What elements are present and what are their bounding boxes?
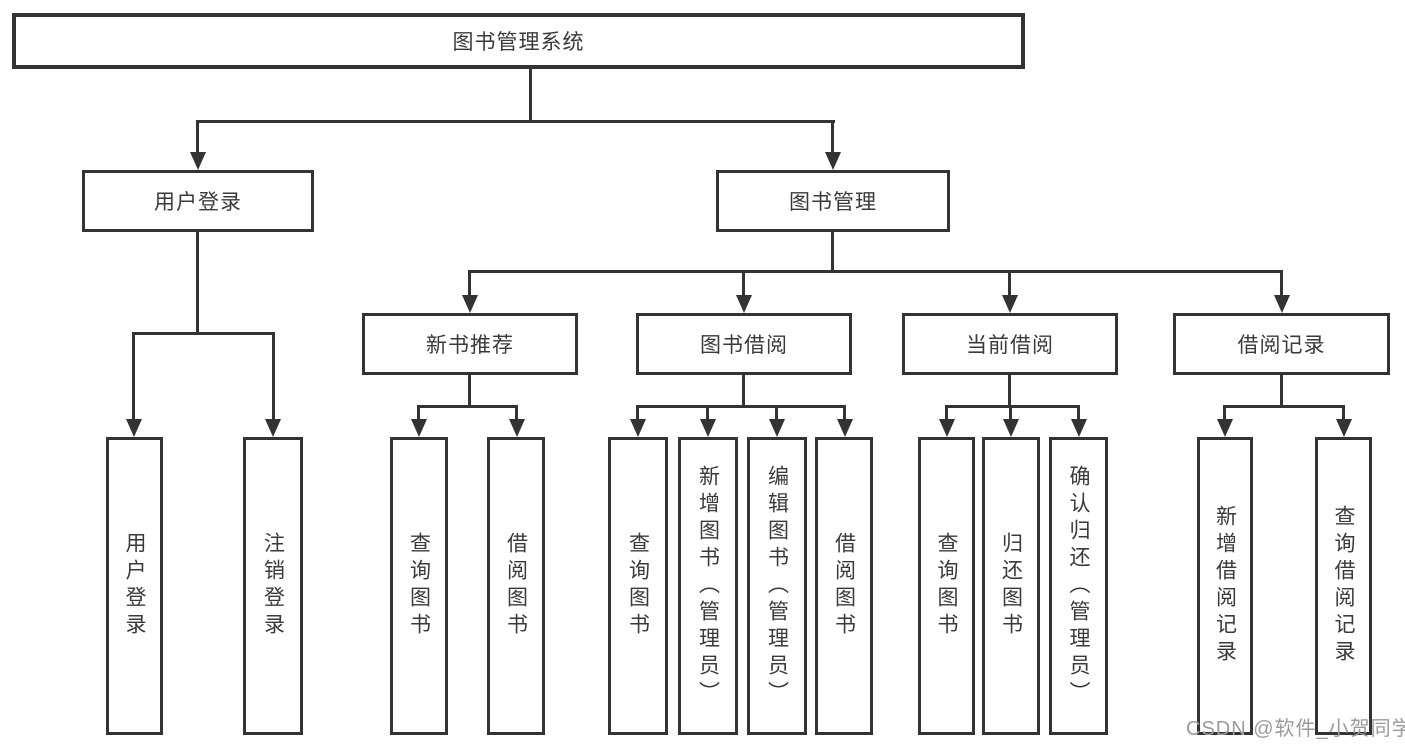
- node-label: 图书借阅: [700, 334, 788, 357]
- arrow-down-icon: [126, 419, 142, 437]
- arrow-down-icon: [462, 295, 478, 313]
- connector-vline: [742, 270, 745, 297]
- arrow-down-icon: [630, 419, 646, 437]
- connector-hline: [417, 405, 518, 408]
- connector-vline: [196, 120, 199, 154]
- leaf-label: 查询图书: [407, 532, 431, 640]
- node-book-borrowing: 图书借阅: [636, 313, 852, 375]
- connector-hline: [132, 332, 275, 335]
- leaf-label: 查询图书: [626, 532, 650, 640]
- connector-vline: [706, 405, 709, 421]
- leaf-add-borrow-record: 新增借阅记录: [1197, 437, 1253, 735]
- leaf-query-books-current: 查询图书: [918, 437, 975, 735]
- arrow-down-icon: [1003, 419, 1019, 437]
- connector-vline: [945, 405, 948, 421]
- leaf-add-books-admin: 新增图书（管理员）: [678, 437, 738, 735]
- leaf-return-books: 归还图书: [982, 437, 1040, 735]
- node-current-borrowing: 当前借阅: [902, 313, 1118, 375]
- node-label: 图书管理系统: [452, 31, 585, 54]
- leaf-label: 注销登录: [261, 532, 285, 640]
- leaf-label: 查询图书: [935, 532, 958, 640]
- node-label: 图书管理: [789, 191, 877, 214]
- leaf-label: 用户登录: [123, 532, 146, 640]
- leaf-borrow-books-recommend: 借阅图书: [487, 437, 545, 735]
- arrow-down-icon: [509, 419, 525, 437]
- connector-vline: [132, 332, 135, 421]
- arrow-down-icon: [1002, 295, 1018, 313]
- connector-vline: [515, 405, 518, 421]
- watermark-text: CSDN @软件_小贺同学: [1186, 718, 1405, 740]
- connector-vline: [775, 405, 778, 421]
- node-new-book-recommendation: 新书推荐: [362, 313, 578, 375]
- node-user-login: 用户登录: [82, 170, 314, 232]
- leaf-label: 新增图书（管理员）: [696, 464, 720, 708]
- arrow-down-icon: [1217, 419, 1233, 437]
- connector-vline: [1223, 405, 1226, 421]
- leaf-query-books-recommend: 查询图书: [390, 437, 448, 735]
- arrow-down-icon: [837, 419, 853, 437]
- connector-vline: [831, 120, 834, 154]
- node-label: 用户登录: [154, 191, 242, 214]
- leaf-query-books-borrowing: 查询图书: [608, 437, 668, 735]
- connector-vline: [742, 375, 745, 408]
- connector-vline: [468, 270, 471, 297]
- leaf-label: 编辑图书（管理员）: [765, 464, 789, 708]
- node-book-management-system: 图书管理系统: [12, 13, 1025, 69]
- node-label: 新书推荐: [426, 334, 514, 357]
- arrow-down-icon: [939, 419, 955, 437]
- connector-vline: [1009, 405, 1012, 421]
- leaf-label: 确认归还（管理员）: [1067, 464, 1090, 708]
- arrow-down-icon: [769, 419, 785, 437]
- node-label: 借阅记录: [1237, 334, 1326, 357]
- connector-vline: [843, 405, 846, 421]
- connector-vline: [417, 405, 420, 421]
- connector-vline: [1280, 270, 1283, 297]
- leaf-label: 借阅图书: [832, 532, 856, 640]
- arrow-down-icon: [1274, 295, 1290, 313]
- node-label: 当前借阅: [966, 334, 1054, 357]
- arrow-down-icon: [1071, 419, 1087, 437]
- connector-vline: [1077, 405, 1080, 421]
- arrow-down-icon: [700, 419, 716, 437]
- connector-hline: [196, 120, 835, 123]
- arrow-down-icon: [736, 295, 752, 313]
- leaf-label: 借阅图书: [504, 532, 528, 640]
- connector-vline: [196, 232, 199, 334]
- connector-vline: [831, 232, 834, 272]
- leaf-confirm-return-admin: 确认归还（管理员）: [1049, 437, 1108, 735]
- leaf-label: 归还图书: [999, 532, 1023, 640]
- connector-vline: [272, 332, 275, 421]
- arrow-down-icon: [265, 419, 281, 437]
- connector-vline: [1280, 375, 1283, 408]
- leaf-borrow-books: 借阅图书: [815, 437, 873, 735]
- leaf-edit-books-admin: 编辑图书（管理员）: [747, 437, 807, 735]
- connector-vline: [1008, 270, 1011, 297]
- arrow-down-icon: [1336, 419, 1352, 437]
- arrow-down-icon: [411, 419, 427, 437]
- connector-vline: [529, 68, 532, 122]
- leaf-label: 查询借阅记录: [1332, 505, 1355, 667]
- connector-hline: [468, 270, 1283, 273]
- node-borrowing-records: 借阅记录: [1173, 313, 1390, 375]
- connector-vline: [1342, 405, 1345, 421]
- node-book-management: 图书管理: [716, 170, 950, 232]
- connector-hline: [1223, 405, 1345, 408]
- connector-hline: [945, 405, 1080, 408]
- connector-hline: [636, 405, 846, 408]
- leaf-label: 新增借阅记录: [1213, 505, 1237, 667]
- connector-vline: [1008, 375, 1011, 408]
- leaf-user-login: 用户登录: [106, 437, 163, 735]
- leaf-query-borrow-record: 查询借阅记录: [1315, 437, 1372, 735]
- arrow-down-icon: [825, 152, 841, 170]
- connector-vline: [636, 405, 639, 421]
- leaf-logout: 注销登录: [243, 437, 303, 735]
- connector-vline: [468, 375, 471, 408]
- arrow-down-icon: [190, 152, 206, 170]
